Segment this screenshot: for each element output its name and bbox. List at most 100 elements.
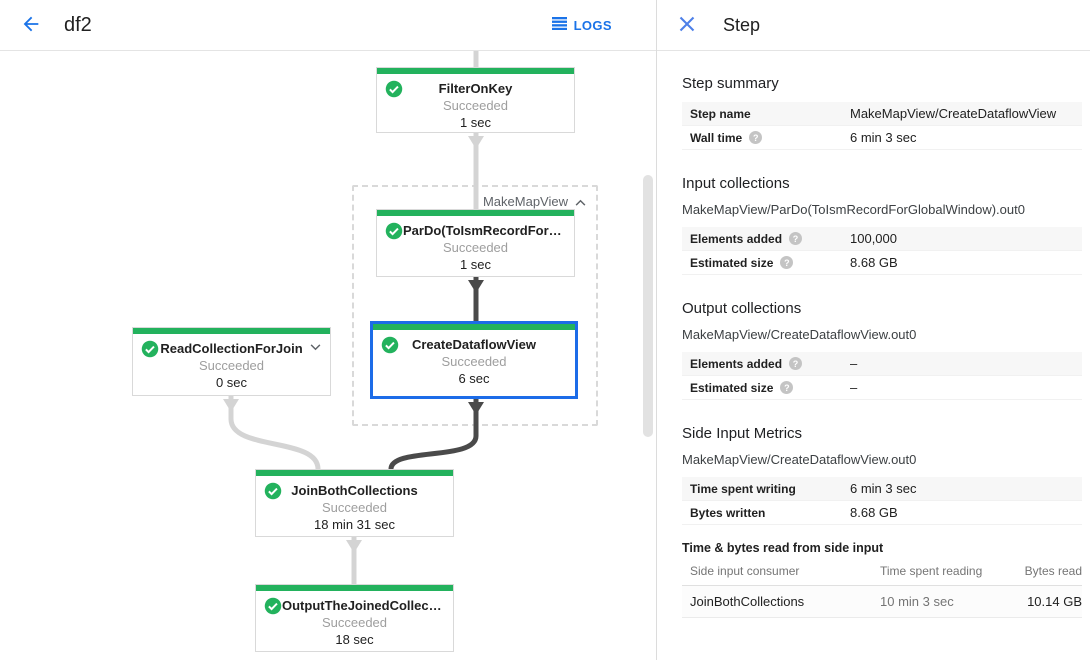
metric-value: 8.68 GB xyxy=(850,505,898,520)
logs-list-icon xyxy=(551,17,567,33)
metric-row-bytes-written: Bytes written 8.68 GB xyxy=(682,501,1082,525)
table-cell-time-reading: 10 min 3 sec xyxy=(880,594,954,609)
node-status-bar xyxy=(377,210,574,216)
section-side-input-metrics: Side Input Metrics MakeMapView/CreateDat… xyxy=(682,425,1082,618)
node-time: 1 sec xyxy=(459,115,492,130)
graph-node-pardo-toismrecord[interactable]: ParDo(ToIsmRecordFor… Succeeded 1 sec xyxy=(376,209,575,277)
back-button[interactable] xyxy=(16,10,46,40)
section-heading: Output collections xyxy=(682,300,802,317)
pipeline-canvas: MakeMapView xyxy=(0,51,656,660)
metric-value: – xyxy=(850,380,858,395)
metric-row-time-spent-writing: Time spent writing 6 min 3 sec xyxy=(682,477,1082,501)
node-status: Succeeded xyxy=(442,240,509,255)
metric-label: Estimated size xyxy=(690,380,774,395)
chevron-up-icon xyxy=(575,194,586,209)
job-graph-pane: df2 LOGS MakeMapView xyxy=(0,0,656,660)
node-time: 1 sec xyxy=(459,257,492,272)
side-input-table: Side input consumer Time spent reading B… xyxy=(682,555,1082,618)
graph-node-filteronkey[interactable]: FilterOnKey Succeeded 1 sec xyxy=(376,67,575,133)
chevron-down-icon[interactable] xyxy=(310,344,321,351)
node-status-bar xyxy=(373,324,575,330)
help-icon[interactable]: ? xyxy=(749,131,763,144)
collection-name: MakeMapView/CreateDataflowView.out0 xyxy=(682,452,917,467)
succeeded-check-icon xyxy=(264,482,282,500)
metric-label: Elements added xyxy=(690,356,783,371)
section-heading: Input collections xyxy=(682,175,790,192)
side-input-table-heading: Time & bytes read from side input xyxy=(682,541,884,555)
node-status: Succeeded xyxy=(442,98,509,113)
close-panel-button[interactable] xyxy=(673,11,701,39)
help-icon[interactable]: ? xyxy=(780,381,794,394)
succeeded-check-icon xyxy=(381,336,399,354)
metric-row-elements-added: Elements added ? – xyxy=(682,352,1082,376)
node-time: 0 sec xyxy=(215,375,248,390)
help-icon[interactable]: ? xyxy=(789,357,803,370)
node-status: Succeeded xyxy=(441,354,507,369)
collection-name: MakeMapView/CreateDataflowView.out0 xyxy=(682,327,917,342)
metric-label: Step name xyxy=(690,106,751,121)
metric-row-estimated-size: Estimated size ? – xyxy=(682,376,1082,400)
node-status: Succeeded xyxy=(198,358,265,373)
logs-button-label: LOGS xyxy=(573,17,612,33)
help-icon[interactable]: ? xyxy=(780,256,794,269)
section-step-summary: Step summary Step name MakeMapView/Creat… xyxy=(682,75,1082,150)
column-header: Bytes read xyxy=(1024,564,1082,578)
metric-label: Wall time xyxy=(690,130,743,145)
node-status-bar xyxy=(377,68,574,74)
logs-button[interactable]: LOGS xyxy=(551,17,612,33)
graph-scrollbar-thumb[interactable] xyxy=(643,175,653,437)
panel-title: Step xyxy=(723,14,761,35)
close-icon xyxy=(679,16,695,35)
node-title: CreateDataflowView xyxy=(411,337,537,352)
node-status-bar xyxy=(256,470,453,476)
node-status-bar xyxy=(256,585,453,591)
step-detail-body: Step summary Step name MakeMapView/Creat… xyxy=(657,51,1090,660)
metric-label: Estimated size xyxy=(690,255,774,270)
metric-row-wall-time: Wall time ? 6 min 3 sec xyxy=(682,126,1082,150)
graph-node-readcollectionforjoin[interactable]: ReadCollectionForJoin Succeeded 0 sec xyxy=(132,327,331,396)
job-title: df2 xyxy=(64,13,92,36)
node-title: ReadCollectionForJoin xyxy=(160,341,303,356)
section-heading: Side Input Metrics xyxy=(682,425,803,442)
metric-value: MakeMapView/CreateDataflowView xyxy=(850,106,1057,121)
node-title: FilterOnKey xyxy=(438,81,513,96)
graph-node-outputthejoinedcollection[interactable]: OutputTheJoinedCollec… Succeeded 18 sec xyxy=(255,584,454,652)
job-header: df2 LOGS xyxy=(0,0,656,51)
node-status: Succeeded xyxy=(321,615,388,630)
node-time: 18 sec xyxy=(335,632,374,647)
metric-value: 8.68 GB xyxy=(850,255,898,270)
succeeded-check-icon xyxy=(141,340,159,358)
metric-row-step-name: Step name MakeMapView/CreateDataflowView xyxy=(682,102,1082,126)
section-input-collections: Input collections MakeMapView/ParDo(ToIs… xyxy=(682,175,1082,275)
section-heading: Step summary xyxy=(682,75,779,92)
graph-node-joinbothcollections[interactable]: JoinBothCollections Succeeded 18 min 31 … xyxy=(255,469,454,537)
graph-node-createdataflowview-selected[interactable]: CreateDataflowView Succeeded 6 sec xyxy=(370,321,578,399)
group-label-text: MakeMapView xyxy=(482,194,568,209)
node-title: OutputTheJoinedCollec… xyxy=(282,598,442,613)
table-cell-bytes-read: 10.14 GB xyxy=(1027,594,1082,609)
section-output-collections: Output collections MakeMapView/CreateDat… xyxy=(682,300,1082,400)
metric-row-elements-added: Elements added ? 100,000 xyxy=(682,227,1082,251)
metric-value: – xyxy=(850,356,858,371)
column-header: Side input consumer xyxy=(690,564,800,578)
node-time: 18 min 31 sec xyxy=(314,517,395,532)
group-toggle[interactable]: MakeMapView xyxy=(483,194,586,209)
node-title: JoinBothCollections xyxy=(291,483,418,498)
succeeded-check-icon xyxy=(385,222,403,240)
succeeded-check-icon xyxy=(385,80,403,98)
node-status-bar xyxy=(133,328,330,334)
metric-label: Elements added xyxy=(690,231,783,246)
metric-label: Time spent writing xyxy=(690,481,796,496)
node-status: Succeeded xyxy=(321,500,388,515)
step-detail-header: Step xyxy=(657,0,1090,51)
metric-value: 6 min 3 sec xyxy=(850,481,917,496)
node-time: 6 sec xyxy=(458,371,490,386)
table-header-row: Side input consumer Time spent reading B… xyxy=(682,555,1082,586)
succeeded-check-icon xyxy=(264,597,282,615)
metric-label: Bytes written xyxy=(690,505,766,520)
table-cell-consumer: JoinBothCollections xyxy=(690,594,805,609)
help-icon[interactable]: ? xyxy=(789,232,803,245)
column-header: Time spent reading xyxy=(880,564,983,578)
metric-row-estimated-size: Estimated size ? 8.68 GB xyxy=(682,251,1082,275)
